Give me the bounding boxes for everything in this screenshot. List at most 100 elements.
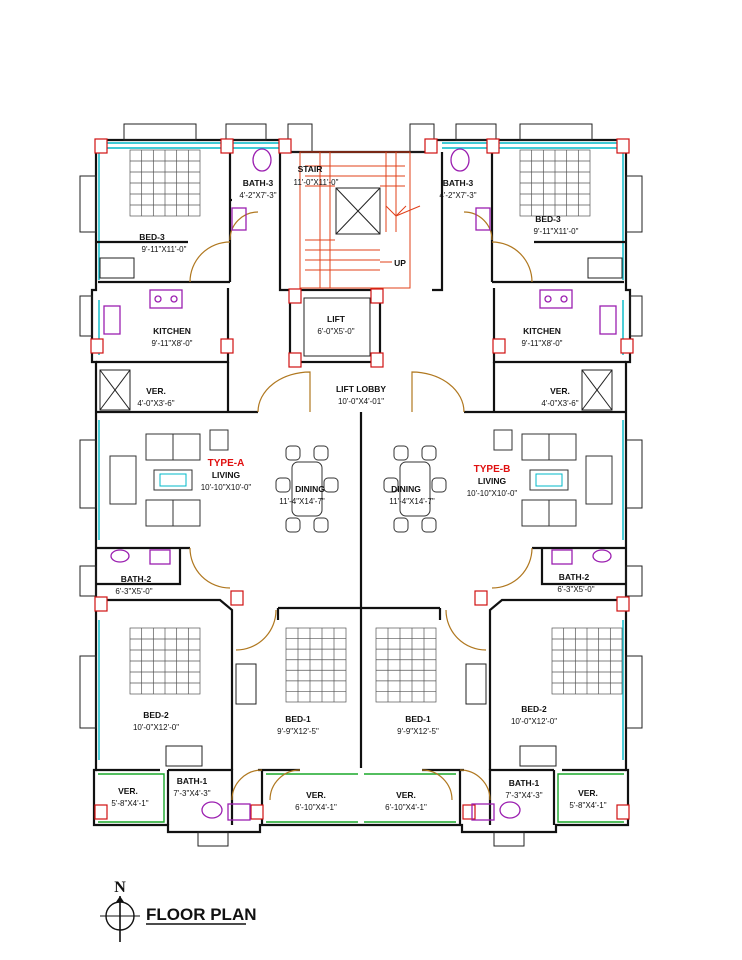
a-bed1-size: 9'-9"X12'-5" xyxy=(277,727,319,736)
stair-name: STAIR xyxy=(298,164,323,174)
bed xyxy=(375,627,437,703)
north-letter: N xyxy=(114,879,126,896)
column xyxy=(94,138,108,154)
stair-size: 11'-0"X11'-0" xyxy=(294,178,339,187)
column xyxy=(278,138,292,154)
lift-name: LIFT xyxy=(327,314,346,324)
bed xyxy=(285,627,347,703)
a-ver-top-name: VER. xyxy=(146,386,166,396)
lift-size: 6'-0"X5'-0" xyxy=(317,327,354,336)
column xyxy=(94,804,108,820)
b-bath2-name: BATH-2 xyxy=(559,572,590,582)
a-bath3-size: 4'-2"X7'-3" xyxy=(239,191,276,200)
column xyxy=(616,138,630,154)
b-bath1-name: BATH-1 xyxy=(509,778,540,788)
b-bath3-size: 4'-2"X7'-3" xyxy=(439,191,476,200)
b-dining-size: 11'-4"X14'-7" xyxy=(389,497,435,506)
a-dining-name: DINING xyxy=(295,484,325,494)
column xyxy=(616,596,630,612)
a-dining-size: 11'-4"X14'-7" xyxy=(279,497,325,506)
b-bed3-size: 9'-11"X11'-0" xyxy=(534,227,579,236)
column xyxy=(288,352,302,368)
b-bed1-name: BED-1 xyxy=(405,714,431,724)
staircase xyxy=(299,151,421,289)
column xyxy=(220,138,234,154)
b-living-size: 10'-10"X10'-0" xyxy=(467,489,518,498)
column xyxy=(474,590,488,606)
dining-tables xyxy=(275,445,447,533)
fixtures xyxy=(103,148,617,821)
b-bath1-size: 7'-3"X4'-3" xyxy=(505,791,542,800)
column xyxy=(616,804,630,820)
column xyxy=(492,338,506,354)
beds xyxy=(129,149,623,703)
ver-shafts xyxy=(99,369,613,411)
a-ver-left-size: 5'-8"X4'-1" xyxy=(111,799,148,808)
b-kitchen-name: KITCHEN xyxy=(523,326,561,336)
column xyxy=(424,138,438,154)
living-furniture xyxy=(109,429,613,527)
a-ver-left-name: VER. xyxy=(118,786,138,796)
b-living-name: LIVING xyxy=(478,476,507,486)
a-bath1-size: 7'-3"X4'-3" xyxy=(173,789,210,798)
column xyxy=(370,352,384,368)
b-kitchen-size: 9'-11"X8'-0" xyxy=(521,339,562,348)
column xyxy=(462,804,476,820)
a-bed3-name: BED-3 xyxy=(139,232,165,242)
a-type-label: TYPE-A xyxy=(208,458,245,469)
b-bath3-name: BATH-3 xyxy=(443,178,474,188)
b-ver-right-size: 5'-8"X4'-1" xyxy=(569,801,606,810)
a-bed2-size: 10'-0"X12'-0" xyxy=(133,723,179,732)
lift-car xyxy=(303,297,371,357)
b-type-label: TYPE-B xyxy=(474,464,511,475)
windows xyxy=(98,142,624,760)
column xyxy=(230,590,244,606)
column xyxy=(90,338,104,354)
a-living-name: LIVING xyxy=(212,470,241,480)
column xyxy=(250,804,264,820)
b-ver-top-size: 4'-0"X3'-6" xyxy=(541,399,578,408)
a-bath3-name: BATH-3 xyxy=(243,178,274,188)
bed xyxy=(129,627,201,695)
b-bed2-name: BED-2 xyxy=(521,704,547,714)
lift-lobby-size: 10'-0"X4'-01" xyxy=(338,397,384,406)
lift-lobby-name: LIFT LOBBY xyxy=(336,384,386,394)
bed xyxy=(519,149,591,217)
a-living-size: 10'-10"X10'-0" xyxy=(201,483,252,492)
interior-walls xyxy=(96,150,626,825)
column xyxy=(220,338,234,354)
balcony-rails xyxy=(98,773,624,823)
room-labels: STAIR 11'-0"X11'-0" UP LIFT 6'-0"X5'-0" … xyxy=(111,164,606,812)
drawing-title: FLOOR PLAN xyxy=(146,905,257,924)
column xyxy=(288,288,302,304)
b-bed1-size: 9'-9"X12'-5" xyxy=(397,727,439,736)
a-ver-bed1-name: VER. xyxy=(306,790,326,800)
column xyxy=(370,288,384,304)
column xyxy=(486,138,500,154)
a-kitchen-name: KITCHEN xyxy=(153,326,191,336)
b-ver-bed1-size: 6'-10"X4'-1" xyxy=(385,803,427,812)
bed xyxy=(129,149,201,217)
north-arrow: N xyxy=(100,879,140,942)
a-bed1-name: BED-1 xyxy=(285,714,311,724)
column xyxy=(620,338,634,354)
columns xyxy=(90,138,634,820)
b-bath2-size: 6'-3"X5'-0" xyxy=(557,585,594,594)
a-bath2-size: 6'-3"X5'-0" xyxy=(115,587,152,596)
a-bed2-name: BED-2 xyxy=(143,710,169,720)
stair-up: UP xyxy=(394,258,406,268)
doors xyxy=(189,211,533,801)
a-bed3-size: 9'-11"X11'-0" xyxy=(142,245,187,254)
b-bed2-size: 10'-0"X12'-0" xyxy=(511,717,557,726)
a-kitchen-size: 9'-11"X8'-0" xyxy=(151,339,192,348)
column xyxy=(94,596,108,612)
b-bed3-name: BED-3 xyxy=(535,214,561,224)
b-ver-bed1-name: VER. xyxy=(396,790,416,800)
a-ver-bed1-size: 6'-10"X4'-1" xyxy=(295,803,337,812)
a-bath2-name: BATH-2 xyxy=(121,574,152,584)
wardrobes xyxy=(99,257,623,767)
b-dining-name: DINING xyxy=(391,484,421,494)
b-ver-top-name: VER. xyxy=(550,386,570,396)
bed xyxy=(551,627,623,695)
